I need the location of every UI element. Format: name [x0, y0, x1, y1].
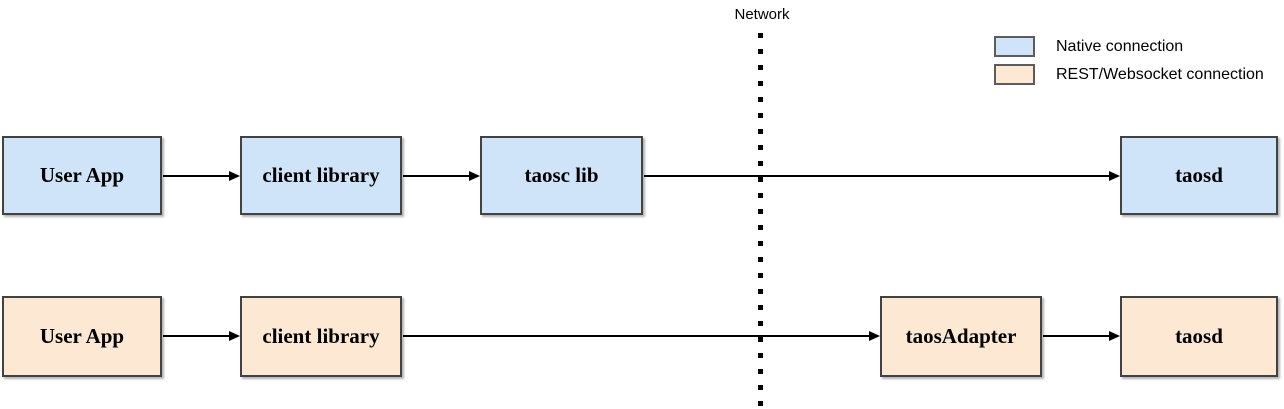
arrow-rest-clientlibrary-to-taosadapter — [403, 331, 880, 341]
legend-label-native: Native connection — [1056, 38, 1184, 55]
legend-swatch-native — [994, 36, 1035, 57]
node-rest-taosd: taosd — [1120, 296, 1278, 377]
node-rest-taosadapter: taosAdapter — [880, 296, 1042, 377]
network-label: Network — [734, 6, 790, 23]
legend-swatch-rest — [994, 64, 1035, 85]
arrow-native-userapp-to-clientlibrary — [163, 171, 240, 181]
node-rest-user-app: User App — [2, 296, 162, 377]
arrow-native-taosclib-to-taosd — [644, 171, 1120, 181]
node-native-user-app: User App — [2, 136, 162, 215]
arrow-native-clientlibrary-to-taosclib — [403, 171, 480, 181]
legend-label-rest: REST/Websocket connection — [1056, 66, 1264, 83]
arrow-rest-userapp-to-clientlibrary — [163, 331, 240, 341]
node-native-taosc-lib: taosc lib — [480, 136, 643, 215]
network-divider-dotted-line — [758, 33, 763, 409]
node-native-taosd: taosd — [1120, 136, 1278, 215]
node-rest-client-library: client library — [240, 296, 402, 377]
node-native-client-library: client library — [240, 136, 402, 215]
arrow-rest-taosadapter-to-taosd — [1043, 331, 1120, 341]
